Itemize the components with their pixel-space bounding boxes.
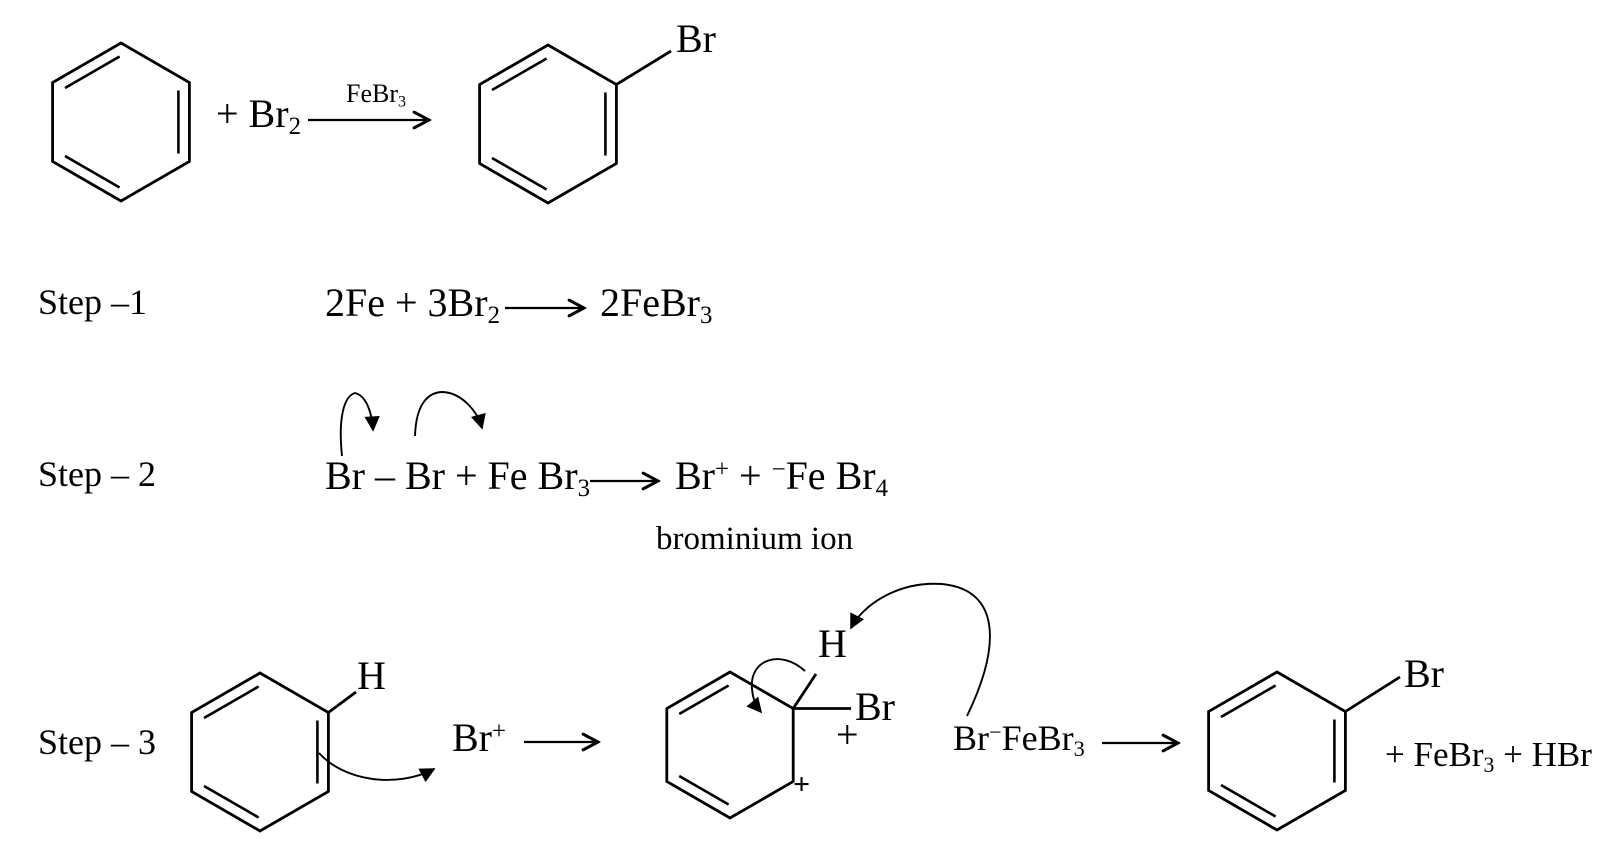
step2-equation-lhs: Br – Br + Fe Br3: [325, 453, 590, 502]
curved-electron-arrow-ch-to-ring: [746, 658, 806, 714]
product-br-label-top: Br: [676, 16, 716, 61]
curved-electron-arrow-br-br: [339, 392, 380, 457]
double-bond-line: [491, 57, 548, 92]
step2-equation-rhs: Br+ + −Fe Br4: [675, 453, 888, 502]
curved-electron-arrow-base-to-h: [850, 582, 991, 717]
electrophile-br-plus-label: Br+: [452, 715, 506, 760]
step2-label: Step – 2: [38, 454, 157, 494]
arenium-ion-ring: [665, 670, 851, 820]
plus-separator: +: [836, 712, 859, 757]
c-h-bond: [792, 673, 818, 710]
step1-label: Step –1: [38, 282, 148, 322]
double-bond-line: [1220, 783, 1277, 818]
double-bond-line: [491, 156, 548, 191]
arenium-h-label: H: [818, 621, 847, 666]
catalyst-label: FeBr3: [346, 79, 407, 111]
double-bond-line: [64, 55, 121, 90]
counterion-label: Br−FeBr3: [953, 718, 1085, 762]
c-h-bond: [327, 690, 357, 714]
double-bond-line: [203, 685, 260, 720]
step3-label: Step – 3: [38, 722, 157, 762]
product-br-label-step3: Br: [1404, 651, 1444, 696]
curved-electron-arrow-to-fe: [414, 391, 486, 437]
arenium-br-label: Br: [855, 684, 895, 729]
step1-equation-lhs: 2Fe + 3Br2: [325, 280, 500, 329]
benzene-h-label: H: [357, 653, 386, 698]
benzene-ring-step3: [190, 671, 357, 833]
double-bond-line: [203, 784, 260, 819]
reagent-formula: + Br2: [216, 91, 301, 140]
curved-electron-arrow-ring-to-br: [318, 752, 436, 783]
arenium-positive-charge: +: [793, 768, 811, 801]
double-bond-line: [678, 684, 730, 716]
c-br-bond: [615, 49, 672, 86]
step1-equation-rhs: 2FeBr3: [600, 280, 713, 329]
benzene-ring-reactant-top: [51, 41, 191, 203]
double-bond-line: [64, 154, 121, 189]
byproducts-label: + FeBr3 + HBr: [1385, 735, 1592, 778]
bromobenzene-ring-top: [478, 43, 672, 205]
double-bond-line: [678, 774, 730, 806]
double-bond-line: [1220, 684, 1277, 719]
brominium-ion-caption: brominium ion: [656, 521, 854, 557]
bromobenzene-ring-product: [1207, 670, 1401, 832]
c-br-bond: [1344, 675, 1401, 713]
